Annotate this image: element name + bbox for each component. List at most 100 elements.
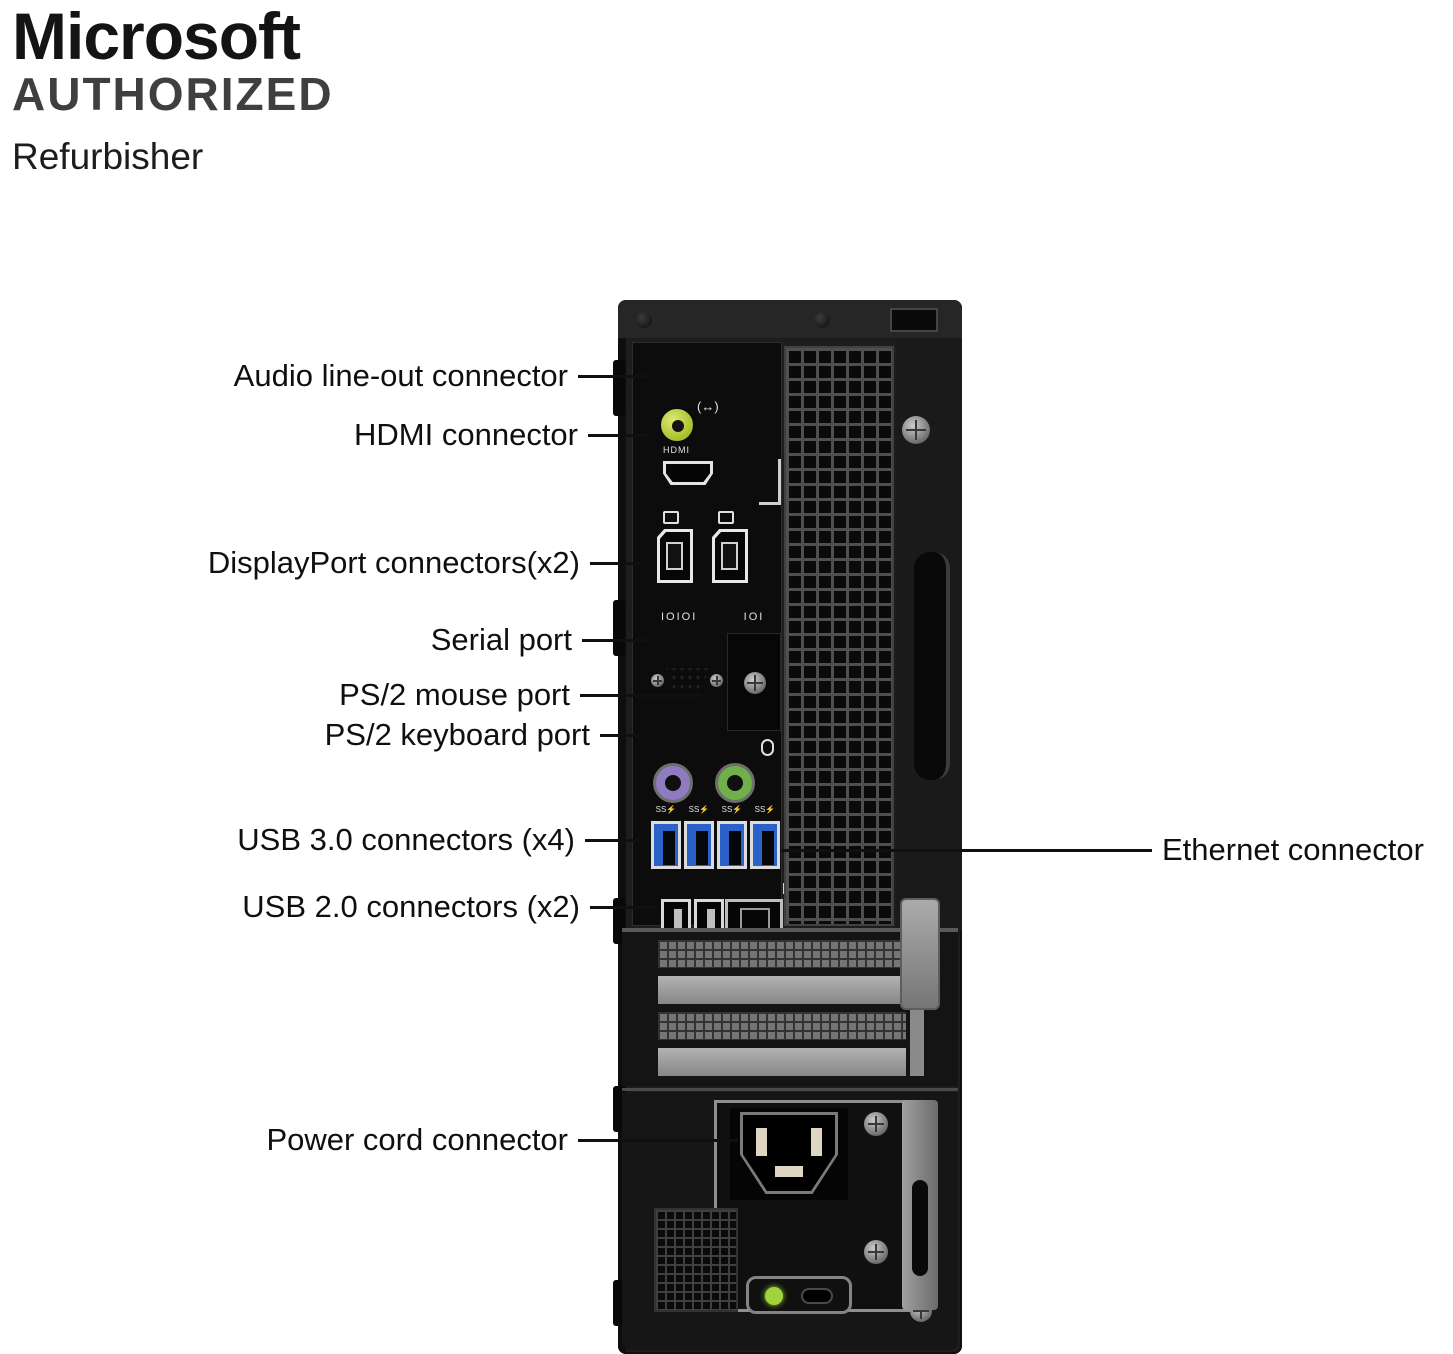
- panel-divider: [622, 928, 958, 932]
- usb3-icon: SS⚡: [655, 805, 677, 814]
- lineout-icon: (↔): [697, 399, 719, 414]
- callout-usb2: USB 2.0 connectors (x2): [242, 889, 658, 925]
- callout-displayport-label: DisplayPort connectors(x2): [207, 545, 580, 580]
- audio-lineout-jack: [659, 407, 695, 443]
- usb3-icon: SS⚡: [721, 805, 743, 814]
- callout-ps2-keyboard: PS/2 keyboard port: [325, 717, 640, 753]
- screw: [814, 312, 830, 328]
- hdmi-port-opening: [666, 464, 710, 482]
- ps2-port-hole: [727, 775, 743, 791]
- usb3-port-2: [684, 821, 714, 869]
- callout-hdmi: HDMI connector: [354, 417, 650, 453]
- power-pin: [756, 1128, 767, 1156]
- panel-bracket: [759, 459, 781, 505]
- screw: [636, 312, 652, 328]
- refurbisher-logo: Microsoft AUTHORIZED Refurbisher: [12, 0, 334, 178]
- callout-power-line: [578, 1138, 738, 1142]
- chassis-left-edge: [618, 300, 626, 1354]
- screw: [744, 672, 766, 694]
- ps2-keyboard-port: [653, 763, 693, 803]
- usb3-tongue: [753, 824, 777, 866]
- callout-displayport: DisplayPort connectors(x2): [208, 545, 642, 581]
- hdmi-port: [663, 461, 713, 485]
- screw: [864, 1112, 888, 1136]
- callout-audio-label: Audio line-out connector: [233, 358, 568, 393]
- hdmi-port-label: HDMI: [663, 445, 690, 455]
- psu-release-slot: [912, 1180, 928, 1276]
- vent-grid: [784, 346, 894, 926]
- callout-ethernet: Ethernet connector: [780, 832, 1424, 868]
- callout-usb3-line: [585, 838, 640, 842]
- usb3-tongue: [654, 824, 678, 866]
- displayport-port-2: [712, 529, 748, 583]
- usb3-slot: [729, 831, 741, 865]
- chassis-notch: [613, 360, 625, 416]
- callout-ps2-mouse-line: [580, 693, 702, 697]
- blank-plate-label: IOI: [743, 611, 765, 623]
- ps2-mouse-port: [715, 763, 755, 803]
- usb3-tongue: [720, 824, 744, 866]
- io-panel: (↔) HDMI IOIOI IOI: [632, 342, 797, 949]
- logo-microsoft: Microsoft: [12, 0, 301, 73]
- power-pin: [811, 1128, 822, 1156]
- mouse-icon: [761, 739, 774, 756]
- screw: [864, 1240, 888, 1264]
- usb3-slot: [696, 831, 708, 865]
- tower-rear-panel: (↔) HDMI IOIOI IOI: [613, 300, 962, 1354]
- expansion-slot-cover-1: [658, 940, 906, 968]
- usb3-icon: SS⚡: [688, 805, 710, 814]
- serial-port-label: IOIOI: [661, 611, 698, 623]
- usb2-tongue: [707, 909, 715, 943]
- slot-release-latch: [900, 898, 940, 1010]
- callout-audio: Audio line-out connector: [234, 358, 650, 394]
- psu-vent-grid: [654, 1208, 738, 1312]
- security-slot: [890, 308, 938, 332]
- callout-power: Power cord connector: [266, 1122, 738, 1158]
- chassis-handle-recess: [914, 552, 950, 780]
- callout-usb3: USB 3.0 connectors (x4): [237, 822, 640, 858]
- ps2-port-hole: [665, 775, 681, 791]
- callout-ethernet-label: Ethernet connector: [1162, 832, 1424, 867]
- callout-serial: Serial port: [431, 622, 648, 658]
- callout-ps2-mouse-label: PS/2 mouse port: [339, 677, 570, 712]
- callout-usb3-label: USB 3.0 connectors (x4): [237, 822, 575, 857]
- callout-ps2-mouse: PS/2 mouse port: [339, 677, 702, 713]
- callout-displayport-line: [590, 561, 642, 565]
- displayport-icon: [718, 511, 734, 524]
- callout-hdmi-line: [588, 433, 650, 437]
- callout-hdmi-label: HDMI connector: [354, 417, 578, 452]
- usb3-icon: SS⚡: [754, 805, 776, 814]
- serial-screw: [710, 674, 723, 687]
- callout-serial-line: [582, 638, 648, 642]
- chassis-notch: [613, 600, 625, 656]
- panel-divider: [622, 1088, 958, 1091]
- callout-serial-label: Serial port: [430, 622, 572, 657]
- screw: [902, 416, 930, 444]
- psu-indicator-panel: [746, 1276, 852, 1314]
- displayport-slot: [666, 542, 683, 570]
- displayport-port-1: [657, 529, 693, 583]
- logo-authorized: AUTHORIZED: [12, 68, 334, 121]
- callout-ethernet-line: [780, 848, 1152, 852]
- callout-audio-line: [578, 374, 650, 378]
- power-pin: [775, 1166, 803, 1177]
- psu-status-led: [765, 1287, 783, 1305]
- audio-jack-hole: [672, 420, 684, 432]
- expansion-slot-cover-2: [658, 976, 906, 1004]
- usb3-slot: [762, 831, 774, 865]
- serial-screw: [651, 674, 664, 687]
- expansion-slot-cover-3: [658, 1012, 906, 1040]
- usb3-port-1: [651, 821, 681, 869]
- usb2-tongue: [674, 909, 682, 943]
- callout-usb2-label: USB 2.0 connectors (x2): [242, 889, 580, 924]
- displayport-icon: [663, 511, 679, 524]
- usb3-tongue: [687, 824, 711, 866]
- expansion-slot-cover-4: [658, 1048, 906, 1076]
- callout-power-label: Power cord connector: [266, 1122, 568, 1157]
- psu-test-button: [801, 1288, 833, 1304]
- blank-port-plate: [727, 633, 781, 731]
- usb3-port-4: [750, 821, 780, 869]
- callout-ps2-keyboard-label: PS/2 keyboard port: [324, 717, 590, 752]
- logo-refurbisher: Refurbisher: [12, 135, 204, 177]
- displayport-slot: [721, 542, 738, 570]
